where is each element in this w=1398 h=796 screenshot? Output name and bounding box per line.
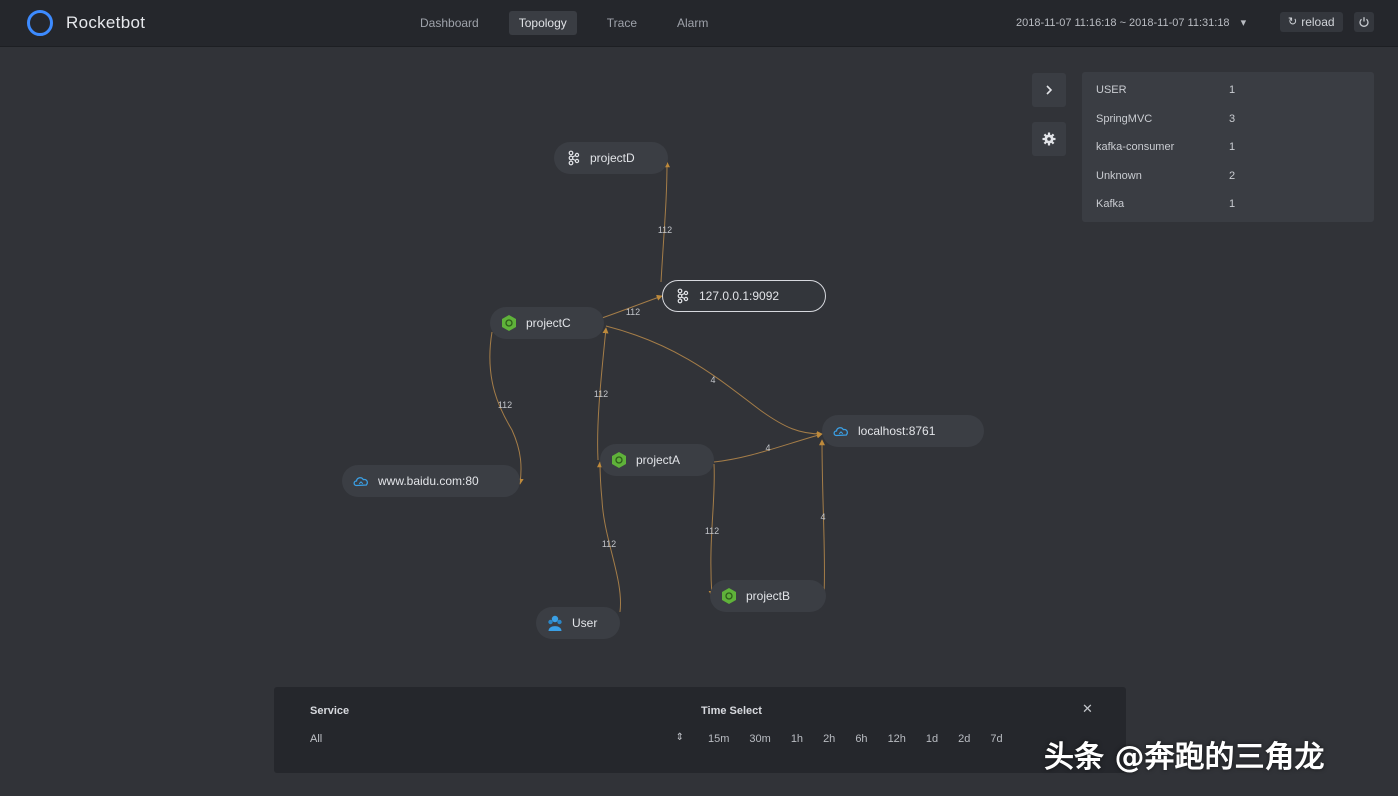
- legend-count: 1: [1229, 84, 1236, 96]
- reload-button[interactable]: ↻ reload: [1280, 12, 1343, 32]
- edge-projectA-projectB[interactable]: [708, 463, 715, 597]
- filter-panel: Service All ⇕ Time Select 15m 30m 1h 2h …: [274, 687, 1126, 773]
- top-bar: Rocketbot Dashboard Topology Trace Alarm…: [0, 0, 1398, 47]
- edge-label: 112: [657, 225, 673, 235]
- node-label: localhost:8761: [858, 424, 936, 438]
- legend-name: kafka-consumer: [1096, 141, 1175, 153]
- close-icon[interactable]: ✕: [1082, 701, 1093, 716]
- time-option-6h[interactable]: 6h: [855, 733, 868, 745]
- node-baidu[interactable]: www.baidu.com:80: [342, 465, 520, 497]
- edge-user-projectA[interactable]: [597, 461, 622, 613]
- cloud-icon: [352, 472, 370, 490]
- node-projectA[interactable]: projectA: [600, 444, 714, 476]
- edge-projectC-baidu[interactable]: [489, 331, 524, 485]
- edge-projectA-projectC[interactable]: [597, 327, 609, 461]
- edge-projectC-localhost8761[interactable]: [605, 325, 823, 437]
- time-option-30m[interactable]: 30m: [749, 733, 771, 745]
- node-label: projectB: [746, 589, 791, 603]
- edge-projectC-kafka9092[interactable]: [601, 294, 663, 319]
- node-type-legend: USER 1 SpringMVC 3 kafka-consumer 1 Unkn…: [1082, 72, 1374, 222]
- node-projectB[interactable]: projectB: [710, 580, 826, 612]
- kafka-icon: [564, 149, 582, 167]
- legend-count: 1: [1229, 141, 1236, 153]
- nav-alarm[interactable]: Alarm: [677, 16, 709, 30]
- kafka-icon: [673, 287, 691, 305]
- legend-name: Unknown: [1096, 169, 1142, 182]
- node-projectD[interactable]: projectD: [554, 142, 668, 174]
- time-option-12h[interactable]: 12h: [887, 733, 906, 745]
- springmvc-icon: [610, 451, 628, 469]
- time-option-1d[interactable]: 1d: [925, 733, 939, 745]
- service-select[interactable]: All ⇕: [310, 731, 684, 749]
- gear-icon: [1042, 132, 1056, 146]
- edge-label: 112: [593, 389, 609, 399]
- edge-kafka9092-projectD[interactable]: [660, 161, 670, 283]
- legend-row: USER 1: [1082, 80, 1374, 109]
- legend-row: Unknown 2: [1082, 166, 1374, 195]
- time-range-text: 2018-11-07 11:16:18 ~ 2018-11-07 11:31:1…: [1016, 17, 1230, 29]
- legend-name: SpringMVC: [1096, 112, 1153, 125]
- edge-projectA-localhost8761[interactable]: [713, 432, 823, 463]
- service-select-value: All: [310, 733, 323, 745]
- edge-projectB-localhost8761[interactable]: [819, 439, 826, 595]
- time-select-options: 15m 30m 1h 2h 6h 12h 1d 2d 7d: [708, 733, 1023, 745]
- legend-count: 3: [1229, 112, 1236, 125]
- edge-label: 4: [765, 443, 771, 453]
- nav-trace[interactable]: Trace: [606, 16, 637, 30]
- node-label: User: [572, 616, 598, 630]
- brand-name: Rocketbot: [66, 13, 146, 32]
- node-label: projectC: [526, 316, 571, 330]
- nav-topology[interactable]: Topology: [508, 11, 577, 35]
- node-projectC[interactable]: projectC: [490, 307, 604, 339]
- edge-label: 112: [601, 539, 617, 549]
- chevron-right-icon: [1046, 85, 1053, 95]
- chevron-down-icon: ▾: [1240, 17, 1247, 29]
- edge-label: 4: [710, 375, 716, 385]
- time-option-7d[interactable]: 7d: [990, 733, 1003, 745]
- legend-row: kafka-consumer 1: [1082, 137, 1374, 166]
- edge-label: 112: [625, 307, 641, 317]
- node-label: projectA: [636, 453, 681, 467]
- watermark-text: 头条 @奔跑的三角龙: [1044, 740, 1325, 775]
- edge-label: 4: [820, 512, 826, 522]
- time-option-15m[interactable]: 15m: [708, 733, 730, 745]
- expand-legend-button[interactable]: [1032, 73, 1066, 107]
- time-select-label: Time Select: [701, 705, 762, 717]
- refresh-icon: ↻: [1288, 16, 1298, 28]
- legend-count: 2: [1229, 169, 1236, 182]
- reload-label: reload: [1301, 15, 1335, 29]
- select-arrows-icon: ⇕: [675, 732, 684, 743]
- springmvc-icon: [500, 314, 518, 332]
- power-icon: [1359, 17, 1369, 27]
- time-option-2d[interactable]: 2d: [958, 733, 971, 745]
- main-nav: Dashboard Topology Trace Alarm: [410, 11, 732, 35]
- legend-row: Kafka 1: [1082, 194, 1374, 223]
- time-option-1h[interactable]: 1h: [790, 733, 804, 745]
- node-label: www.baidu.com:80: [378, 474, 479, 488]
- cloud-icon: [832, 422, 850, 440]
- legend-name: Kafka: [1096, 198, 1125, 210]
- power-button[interactable]: [1354, 12, 1374, 32]
- edge-label: 112: [704, 526, 720, 536]
- node-kafka-9092[interactable]: 127.0.0.1:9092: [662, 280, 826, 312]
- node-user[interactable]: User: [536, 607, 620, 639]
- service-label: Service: [310, 705, 350, 717]
- settings-button[interactable]: [1032, 122, 1066, 156]
- legend-count: 1: [1229, 198, 1236, 210]
- node-label: projectD: [590, 151, 635, 165]
- nav-dashboard[interactable]: Dashboard: [420, 16, 479, 30]
- time-range-picker[interactable]: 2018-11-07 11:16:18 ~ 2018-11-07 11:31:1…: [1016, 16, 1246, 29]
- legend-name: USER: [1096, 84, 1127, 96]
- node-label: 127.0.0.1:9092: [699, 289, 780, 303]
- time-option-2h[interactable]: 2h: [823, 733, 836, 745]
- legend-row: SpringMVC 3: [1082, 109, 1374, 138]
- user-icon: [546, 614, 564, 632]
- node-localhost-8761[interactable]: localhost:8761: [822, 415, 984, 447]
- logo-icon: [27, 10, 53, 36]
- springmvc-icon: [720, 587, 738, 605]
- edge-label: 112: [497, 400, 513, 410]
